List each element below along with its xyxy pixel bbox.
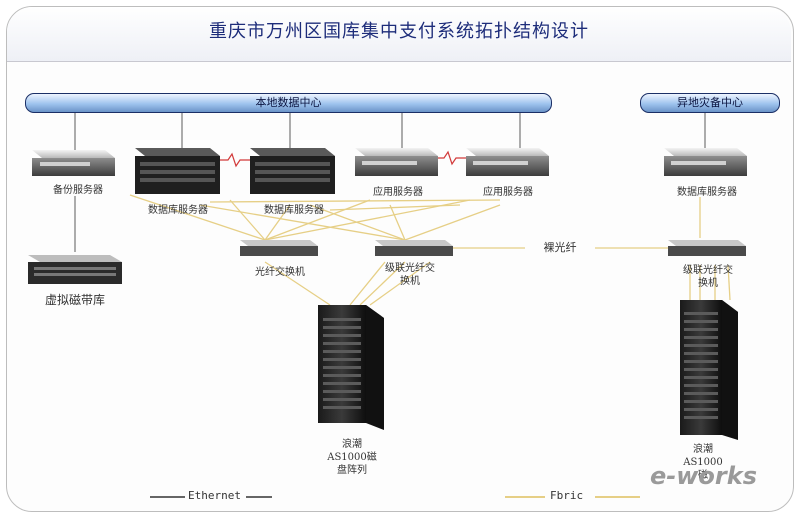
- legend-ethernet: Ethernet: [188, 489, 241, 502]
- app-server-1-label: 应用服务器: [373, 187, 423, 198]
- backup-server-label: 备份服务器: [53, 185, 103, 196]
- remote-switch-icon: [668, 240, 746, 256]
- fc-switch-icon: [240, 240, 318, 256]
- storage-local-label-line3: 盘阵列: [337, 465, 367, 476]
- storage-remote-label-line3: 磁: [698, 470, 708, 481]
- ethernet-links: [74, 112, 706, 252]
- title-bar: 重庆市万州区国库集中支付系统拓扑结构设计: [7, 7, 791, 62]
- remote-db-server-label: 数据库服务器: [677, 187, 737, 198]
- cascade-switch-label: 级联光纤交 换机: [370, 262, 450, 288]
- fc-switch-label: 光纤交换机: [255, 267, 305, 278]
- remote-backup-bus: 异地灾备中心: [640, 93, 780, 113]
- tape-library-icon: [28, 255, 122, 284]
- remote-db-server-icon: [664, 148, 747, 176]
- db-server-1-label: 数据库服务器: [148, 205, 208, 216]
- storage-remote-label-line2: AS1000: [683, 457, 723, 468]
- fabric-links: [129, 194, 731, 306]
- remote-backup-label: 异地灾备中心: [677, 96, 743, 109]
- storage-remote-label: 浪潮 AS1000 磁: [668, 443, 738, 482]
- storage-local-label-line2: AS1000磁: [327, 452, 377, 463]
- remote-switch-label-line2: 换机: [698, 278, 718, 289]
- storage-rack-remote-icon: [680, 300, 738, 440]
- local-datacenter-label: 本地数据中心: [255, 96, 322, 109]
- diagram-title: 重庆市万州区国库集中支付系统拓扑结构设计: [209, 21, 589, 42]
- cascade-switch-label-line2: 换机: [400, 276, 420, 287]
- diagram-frame: [6, 6, 794, 512]
- legend-fabric: Fbric: [550, 489, 584, 502]
- app-server-1-icon: [355, 148, 438, 176]
- heartbeat-links: [220, 150, 466, 168]
- tape-library-label: 虚拟磁带库: [44, 293, 105, 307]
- remote-switch-label-line1: 级联光纤交: [683, 265, 733, 276]
- storage-rack-local-icon: [318, 305, 384, 430]
- storage-local-label: 浪潮 AS1000磁 盘阵列: [312, 438, 392, 477]
- db-server-2-icon: [250, 148, 335, 194]
- db-server-2-label: 数据库服务器: [264, 205, 324, 216]
- cascade-switch-icon: [375, 240, 453, 256]
- app-server-2-icon: [466, 148, 549, 176]
- remote-switch-label: 级联光纤交 换机: [668, 264, 748, 290]
- storage-local-label-line1: 浪潮: [342, 439, 362, 450]
- cascade-switch-label-line1: 级联光纤交: [385, 263, 435, 274]
- dark-fiber-label: 裸光纤: [525, 241, 595, 254]
- db-server-1-icon: [135, 148, 220, 194]
- backup-server-icon: [32, 150, 115, 176]
- app-server-2-label: 应用服务器: [483, 187, 533, 198]
- e-works-watermark: e-works: [650, 462, 757, 490]
- local-datacenter-bus: 本地数据中心: [25, 93, 552, 113]
- storage-remote-label-line1: 浪潮: [693, 444, 713, 455]
